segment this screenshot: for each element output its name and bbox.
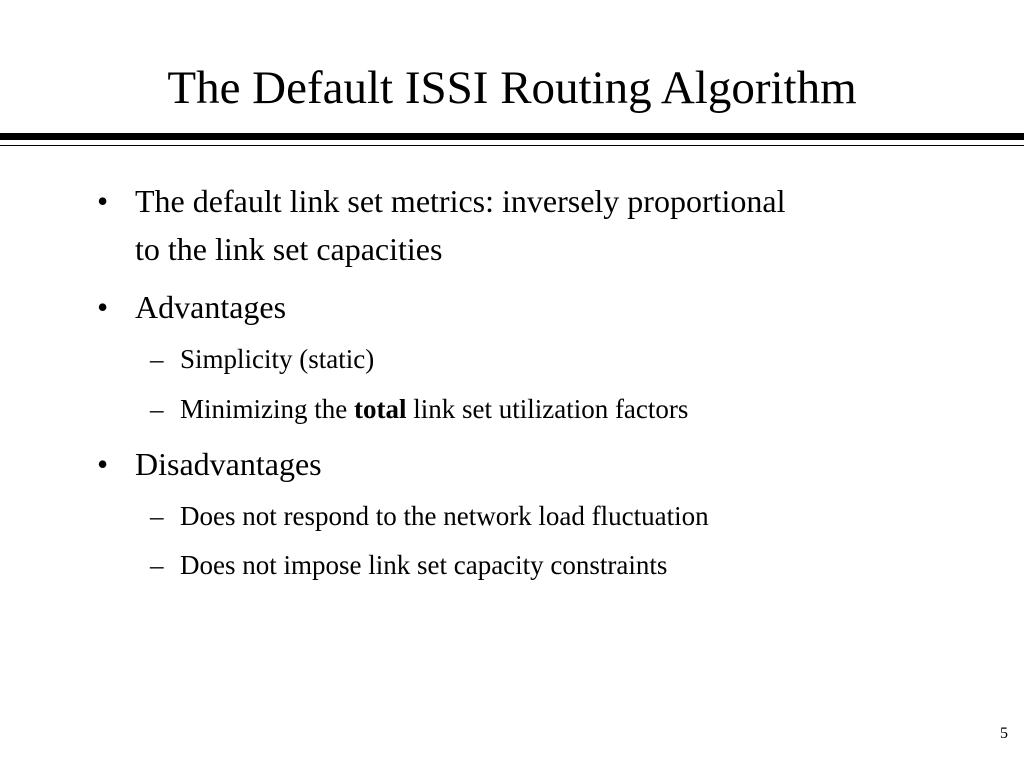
sub-bullet-text: Does not impose link set capacity constr…	[180, 550, 668, 580]
sub-bullet-text-part: link set utilization factors	[406, 394, 689, 424]
title-divider-thin	[0, 145, 1024, 146]
slide-title: The Default ISSI Routing Algorithm	[167, 62, 857, 114]
bullet-text: Advantages	[135, 289, 287, 325]
page-number: 5	[1000, 725, 1008, 742]
title-divider-thick	[0, 133, 1024, 140]
sub-bullet-bold-text: total	[353, 394, 407, 424]
bullet-icon: •	[97, 446, 109, 482]
sub-bullet-text-part: Minimizing the	[180, 394, 354, 424]
bullet-icon: •	[97, 289, 109, 325]
dash-icon: –	[150, 344, 164, 374]
dash-icon: –	[150, 394, 164, 424]
bullet-icon: •	[97, 183, 109, 219]
dash-icon: –	[150, 550, 164, 580]
sub-bullet-text: Minimizing the total link set utilizatio…	[180, 390, 688, 428]
bullet-text-continuation: to the link set capacities	[135, 231, 443, 267]
bullet-text: Disadvantages	[135, 446, 322, 482]
dash-icon: –	[150, 501, 164, 531]
bullet-text: The default link set metrics: inversely …	[135, 183, 786, 219]
sub-bullet-text: Simplicity (static)	[180, 344, 375, 374]
sub-bullet-text: Does not respond to the network load flu…	[180, 501, 709, 531]
